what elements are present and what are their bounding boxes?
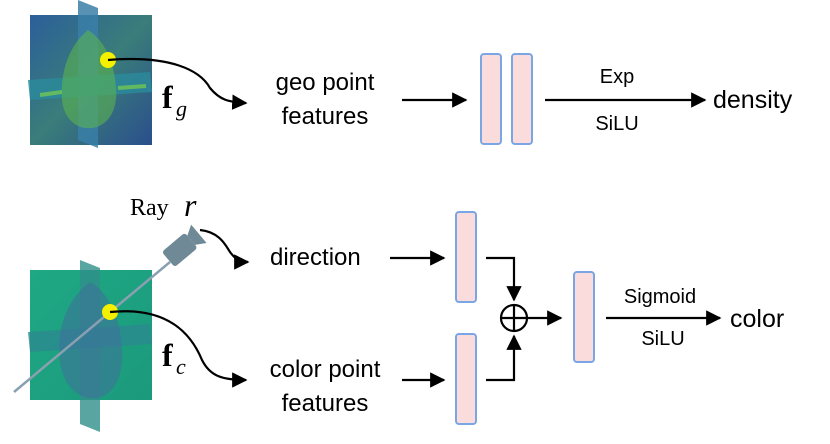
color-feature-subscript: c bbox=[176, 354, 186, 379]
color-point-features-label-line1: color point bbox=[270, 356, 381, 383]
circled-plus-icon bbox=[499, 303, 529, 333]
color-feature-curve-arrow bbox=[109, 310, 248, 388]
ray-line bbox=[13, 261, 171, 393]
geo-volume bbox=[28, 0, 152, 148]
direction-to-sum-arrow bbox=[486, 256, 522, 302]
ray-symbol: r bbox=[184, 187, 197, 223]
density-output-label: density bbox=[713, 86, 793, 114]
color-activation-sigmoid: Sigmoid bbox=[624, 286, 696, 308]
color-volume bbox=[28, 260, 152, 432]
geo-mlp-layer-1 bbox=[480, 53, 502, 145]
color-output-label: color bbox=[730, 305, 784, 333]
color-to-sum-arrow bbox=[486, 334, 522, 382]
geo-activation-silu: SiLU bbox=[595, 113, 638, 135]
geo-point-features-label-line1: geo point bbox=[276, 69, 375, 96]
direction-curve-arrow bbox=[199, 228, 250, 270]
camera-icon bbox=[163, 224, 207, 267]
color-output-mlp-layer bbox=[573, 271, 595, 363]
geo-activation-exp: Exp bbox=[600, 66, 634, 88]
color-activation-silu: SiLU bbox=[641, 328, 684, 350]
geo-feature-curve-arrow bbox=[107, 58, 248, 110]
color-point-features-label-line2: features bbox=[282, 390, 369, 417]
ray-label: Ray bbox=[130, 195, 169, 221]
geo-mlp-layer-2 bbox=[511, 53, 533, 145]
direction-label: direction bbox=[270, 244, 361, 271]
geo-feature-symbol: f bbox=[162, 79, 173, 115]
direction-mlp-layer bbox=[455, 211, 477, 303]
geo-feature-subscript: g bbox=[176, 96, 187, 121]
color-mlp-layer bbox=[455, 333, 477, 425]
geo-point-features-label-line2: features bbox=[282, 103, 369, 130]
color-feature-symbol: f bbox=[162, 337, 173, 373]
